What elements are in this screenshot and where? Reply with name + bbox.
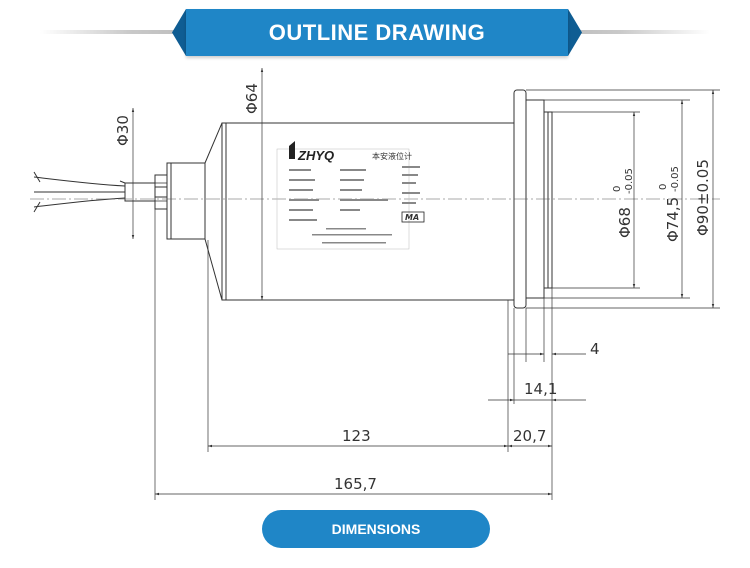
housing-taper [204, 122, 223, 301]
dim-label-141: 14,1 [524, 380, 557, 398]
nameplate-frame [276, 148, 410, 250]
nameplate-title: 本安液位计 [372, 151, 412, 161]
dim-label-207: 20,7 [513, 427, 546, 445]
dim-label-d64: Φ64 [243, 83, 261, 114]
dim-label-d68: Φ68 [616, 207, 634, 238]
cable-line-3 [33, 197, 126, 208]
ma-mark-frame [401, 211, 425, 223]
dim-label-123: 123 [342, 427, 371, 445]
dim-tol-d745-lower: -0.05 [670, 166, 681, 192]
dim-label-d745: Φ74,5 [664, 197, 682, 242]
dim-label-d30: Φ30 [114, 115, 132, 146]
header-banner-area: OUTLINE DRAWING [0, 0, 750, 62]
outline-drawing: ZHYQ 本安液位计 MA [0, 62, 750, 510]
page-title: OUTLINE DRAWING [186, 9, 568, 56]
cable-line-1 [33, 176, 126, 187]
banner-decor-line-left [40, 30, 190, 34]
banner-decor-line-right [560, 30, 710, 34]
dim-tol-d68-lower: -0.05 [624, 168, 635, 194]
dim-tol-d68-upper: 0 [612, 186, 623, 192]
technical-drawing-svg: ZHYQ 本安液位计 MA [30, 68, 720, 500]
nameplate: ZHYQ 本安液位计 MA [276, 141, 425, 250]
cable-tube [124, 182, 156, 202]
dim-label-4: 4 [590, 340, 600, 358]
brand-logo-icon [289, 141, 295, 159]
dim-label-1657: 165,7 [334, 475, 377, 493]
nameplate-text-lines [289, 166, 420, 244]
cable-ends [33, 171, 41, 213]
gland-nut [154, 174, 168, 210]
dimension-lines [125, 68, 720, 500]
brand-name: ZHYQ [297, 148, 334, 163]
dimensions-button[interactable]: DIMENSIONS [262, 510, 490, 548]
tube-taper [119, 180, 126, 184]
banner-notch-right [568, 9, 582, 56]
dim-label-d90: Φ90±0.05 [694, 159, 712, 236]
main-body [221, 122, 515, 301]
dim-tol-d745-upper: 0 [658, 184, 669, 190]
banner-notch-left [172, 9, 186, 56]
ma-mark: MA [405, 213, 419, 222]
connector-housing [166, 162, 206, 240]
